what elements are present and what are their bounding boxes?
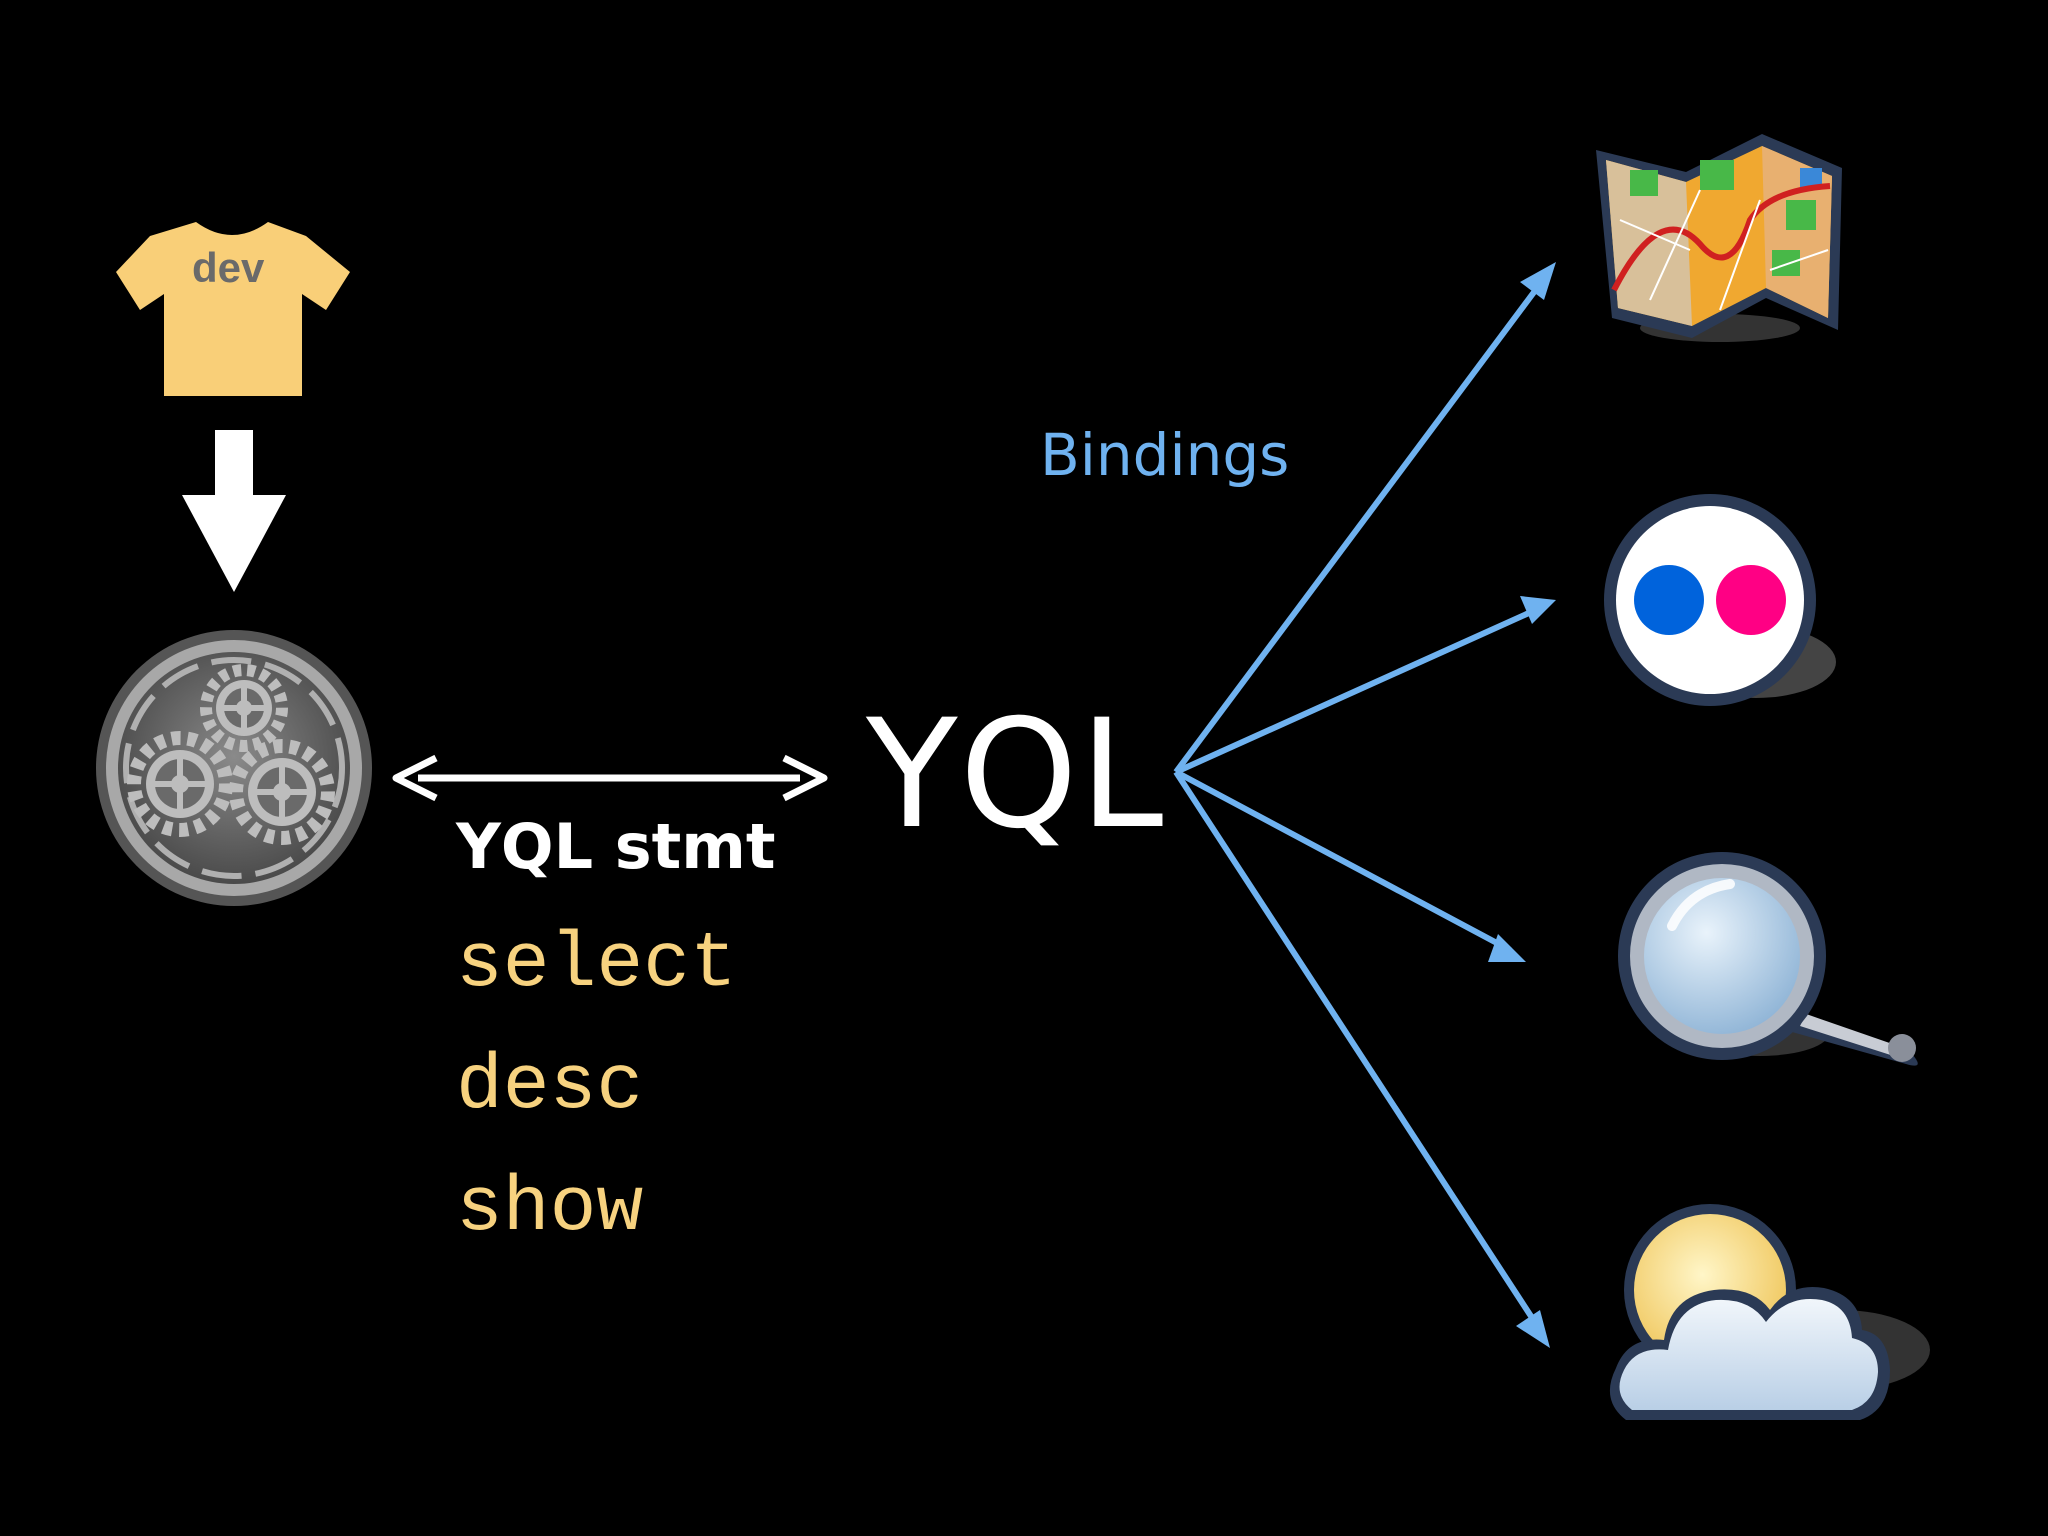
yql-center-label: YQL bbox=[866, 688, 1166, 862]
t-shirt-icon bbox=[116, 222, 350, 396]
statement-arrow bbox=[392, 754, 828, 802]
search-icon bbox=[1618, 852, 1918, 1066]
binding-arrow-map bbox=[1173, 262, 1556, 774]
map-icon bbox=[1596, 134, 1842, 342]
shirt-text: dev bbox=[192, 244, 265, 291]
keyword-show: show bbox=[456, 1165, 644, 1253]
binding-arrow-weather bbox=[1173, 770, 1550, 1348]
weather-icon bbox=[1609, 1204, 1930, 1420]
yql-statement-label: YQL stmt bbox=[456, 810, 776, 883]
keyword-desc: desc bbox=[456, 1043, 644, 1131]
binding-arrow-flickr bbox=[1174, 596, 1556, 775]
gears-icon bbox=[96, 630, 372, 906]
down-arrow bbox=[182, 430, 286, 592]
binding-arrow-search bbox=[1174, 769, 1526, 962]
keyword-select: select bbox=[456, 921, 737, 1009]
bindings-label: Bindings bbox=[1040, 421, 1290, 489]
flickr-icon bbox=[1604, 494, 1836, 706]
